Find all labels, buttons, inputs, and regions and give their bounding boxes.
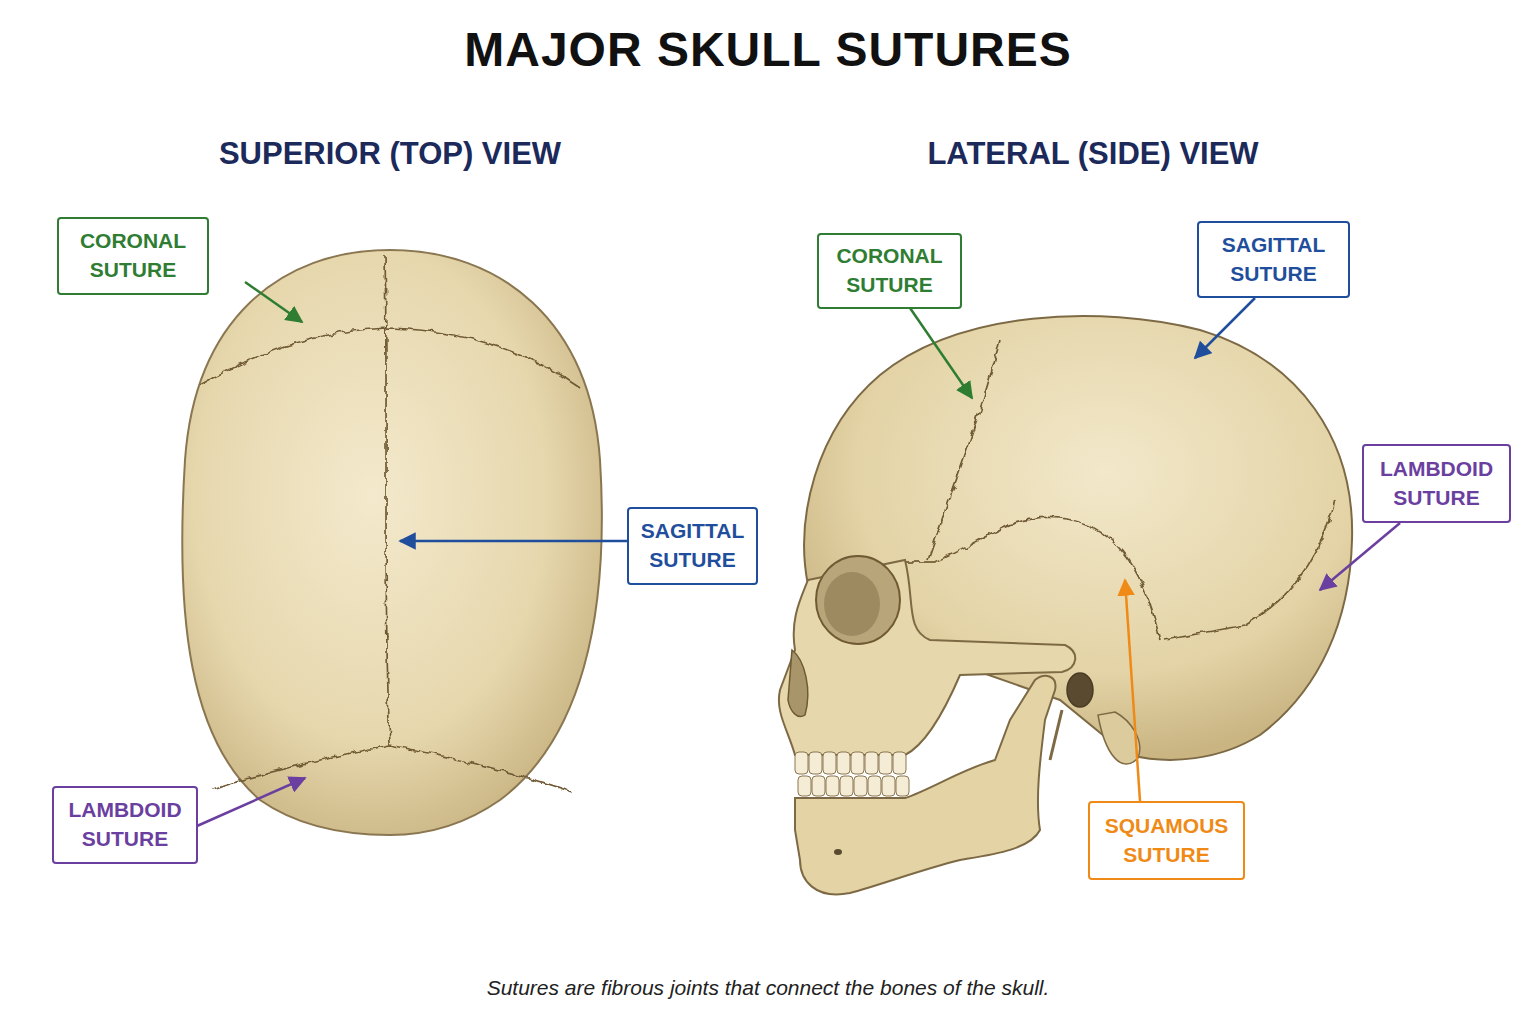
leader-arrow [197,778,305,826]
coronal-suture-line [928,340,1000,560]
tooth [865,752,878,774]
tooth [896,776,909,796]
leader-arrow [910,308,972,398]
callout-text: SAGITTAL SUTURE [635,517,750,575]
callout-box: SAGITTAL SUTURE [627,507,758,585]
callout-text: SAGITTAL SUTURE [1205,231,1342,289]
callout-box: CORONAL SUTURE [57,217,209,295]
skull-top-outline [182,250,602,835]
tooth [826,776,839,796]
diagram-title: MAJOR SKULL SUTURES [0,22,1536,77]
callout-text: LAMBDOID SUTURE [60,796,190,854]
ear-canal [1067,673,1093,707]
tooth [812,776,825,796]
top-sutures [200,256,580,792]
leader-arrow [245,282,302,322]
coronal-suture-line [200,328,580,388]
tooth [823,752,836,774]
tooth [798,776,811,796]
tooth [840,776,853,796]
leader-lines [197,282,1400,826]
callout-box: LAMBDOID SUTURE [52,786,198,864]
diagram-caption: Sutures are fibrous joints that connect … [0,976,1536,1000]
mental-foramen [834,849,842,855]
eye-orbit [816,556,900,644]
tooth [854,776,867,796]
leader-arrow [1195,298,1255,358]
nasal-aperture [788,650,808,717]
tooth [809,752,822,774]
tooth [893,752,906,774]
callout-text: LAMBDOID SUTURE [1370,455,1503,513]
callout-text: SQUAMOUS SUTURE [1096,812,1237,870]
leader-arrow [400,540,627,543]
tooth [879,752,892,774]
lambdoid-suture-line [212,745,572,792]
side-sutures [905,340,1335,640]
callout-box: SAGITTAL SUTURE [1197,221,1350,298]
callout-text: CORONAL SUTURE [825,242,954,300]
mandible [795,676,1055,895]
leader-arrow [1125,580,1140,801]
tooth [837,752,850,774]
view-heading: SUPERIOR (TOP) VIEW [70,136,710,172]
lambdoid-suture-line [1165,500,1335,640]
styloid-process [1050,710,1062,760]
tooth [795,752,808,774]
lower-teeth [798,776,909,796]
callout-box: LAMBDOID SUTURE [1362,444,1511,523]
upper-teeth [795,752,906,774]
orbit-shadow [824,572,880,636]
view-heading: LATERAL (SIDE) VIEW [773,136,1413,172]
callout-text: CORONAL SUTURE [65,227,201,285]
sagittal-suture-line [385,256,390,745]
callout-box: SQUAMOUS SUTURE [1088,801,1245,880]
tooth [851,752,864,774]
tooth [882,776,895,796]
tooth [868,776,881,796]
sphenoid-suture-line [905,561,935,563]
callout-box: CORONAL SUTURE [817,233,962,309]
squamous-suture-line [935,517,1160,640]
leader-arrow [1320,523,1400,590]
